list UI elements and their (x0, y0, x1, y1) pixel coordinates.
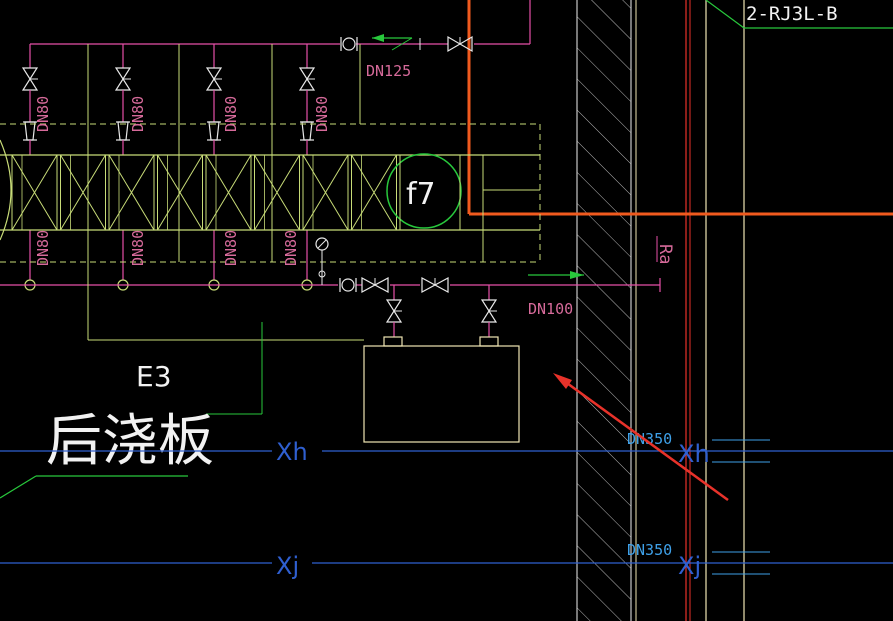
orange-room-boundary (467, 0, 893, 216)
label-dn100: DN100 (528, 300, 573, 318)
label-dn80: DN80 (129, 230, 147, 266)
duct-x-cell (60, 154, 106, 231)
label-post-pour-slab: 后浇板 (46, 409, 214, 474)
red-annotation-arrow (553, 373, 729, 502)
bottom-header-pipe (0, 237, 661, 337)
duct-section (0, 123, 541, 263)
label-ra: Ra (655, 244, 675, 264)
water-tank (363, 336, 520, 443)
duct-x-cell (302, 154, 349, 231)
duct-x-cell (351, 154, 397, 231)
label-axis-xh-left: Xh (276, 438, 308, 466)
label-dn80: DN80 (222, 230, 240, 266)
right-vertical-lines (635, 0, 745, 621)
fan-f7 (386, 153, 462, 230)
branch-unit (178, 44, 223, 291)
duct-x-cells (11, 154, 397, 231)
duct-x-cell (108, 154, 155, 231)
ra-mark: Ra (655, 236, 675, 264)
tag-2-rj3l-b: 2-RJ3L-B (746, 3, 838, 25)
duct-x-cell (157, 154, 203, 231)
slab-leader-line (0, 475, 188, 499)
label-axis-xh-right: Xh (678, 440, 710, 468)
top-pipe-dn125 (30, 0, 531, 53)
label-axis-xj-right: Xj (678, 552, 701, 580)
e3-zone-outline (87, 262, 364, 415)
label-dn80: DN80 (313, 96, 331, 132)
tag-leader-line (705, 0, 893, 29)
label-dn80: DN80 (222, 96, 240, 132)
label-dn80: DN80 (129, 96, 147, 132)
label-dn80: DN80 (282, 230, 300, 266)
label-axis-xj-left: Xj (276, 552, 299, 580)
duct-x-cell (205, 154, 252, 231)
label-e3: E3 (136, 360, 172, 393)
right-dn350-markers (712, 439, 770, 575)
duct-x-cell (254, 154, 300, 231)
hatched-wall (576, 0, 632, 621)
label-dn80: DN80 (34, 230, 52, 266)
branch-drops (21, 44, 361, 291)
label-dn80: DN80 (34, 96, 52, 132)
label-f7: f7 (406, 177, 436, 212)
label-dn125: DN125 (366, 62, 411, 80)
label-dn350-lower: DN350 (627, 541, 672, 559)
duct-x-cell (11, 154, 58, 231)
